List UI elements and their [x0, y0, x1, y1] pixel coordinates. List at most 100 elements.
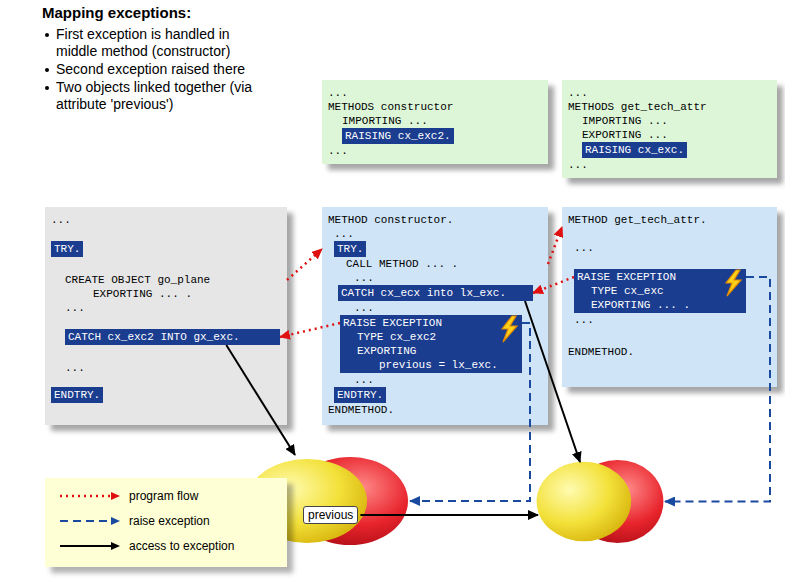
bullet-item: Two objects linked together (via attribu…: [44, 79, 254, 113]
exception-object: [535, 458, 665, 545]
code-line: CREATE OBJECT go_plane: [65, 273, 281, 287]
declaration-box: ...METHODS get_tech_attrIMPORTING ...EXP…: [562, 80, 777, 178]
statement-slot: CATCH cx_ecx into lx_exc.: [338, 285, 542, 301]
code-line: ENDTRY.: [337, 388, 383, 402]
code-line: ...: [51, 213, 281, 227]
code-line: IMPORTING ...: [342, 114, 542, 128]
code-line: RAISING cx_exc.: [585, 143, 684, 157]
code-line: ...: [328, 86, 542, 100]
access-arrow: [525, 301, 580, 462]
code-line: EXPORTING ...: [582, 128, 771, 142]
code-line: ...: [574, 241, 771, 255]
statement-slot: TRY.: [51, 241, 281, 257]
code-line: METHOD constructor.: [328, 213, 542, 227]
declaration-box: ...METHODS constructorIMPORTING ...RAISI…: [322, 80, 548, 164]
line-gap: [51, 257, 281, 273]
highlighted-statement: CATCH cx_exc2 INTO gx_exc.: [65, 329, 280, 345]
legend-arrowhead: [111, 492, 120, 500]
statement-slot: ENDTRY.: [51, 387, 281, 403]
code-line: IMPORTING ...: [582, 114, 771, 128]
legend-line: [60, 520, 112, 522]
program-flow-arrow: [280, 323, 340, 337]
statement-slot: TRY.: [334, 241, 542, 257]
previous-link-arrow: [360, 514, 538, 516]
line-gap: [568, 227, 771, 241]
statement-slot: RAISING cx_exc2.: [342, 128, 542, 144]
code-line: CATCH cx_ecx into lx_exc.: [341, 286, 530, 300]
code-line: ...: [574, 313, 771, 327]
highlighted-statement: RAISE EXCEPTIONTYPE cx_excEXPORTING ... …: [574, 269, 746, 313]
link-label: previous: [303, 506, 358, 524]
code-line: EXPORTING ... .: [591, 298, 743, 312]
line-gap: [51, 227, 281, 241]
legend-item: access to exception: [59, 537, 234, 555]
code-line: ...: [568, 158, 771, 172]
line-gap: [51, 345, 281, 361]
legend-box: program flow raise exception access to exc…: [45, 478, 287, 567]
method-code-box: METHOD constructor....TRY.CALL METHOD ..…: [322, 207, 548, 425]
code-line: ENDTRY.: [54, 388, 100, 402]
code-line: previous = lx_exc.: [379, 358, 519, 372]
statement-slot: RAISING cx_exc.: [582, 142, 771, 158]
legend-item: program flow: [59, 487, 198, 505]
program-flow-arrow: [287, 249, 322, 280]
code-line: RAISE EXCEPTION: [343, 316, 519, 330]
code-line: TYPE cx_exc: [591, 284, 743, 298]
method-code-box: METHOD get_tech_attr....RAISE EXCEPTIONT…: [562, 207, 777, 387]
bullet-dot: [45, 68, 49, 72]
code-line: ...: [334, 227, 542, 241]
line-gap: [568, 327, 771, 345]
bullet-text: Two objects linked together (via attribu…: [56, 79, 252, 112]
code-line: ENDMETHOD.: [328, 403, 542, 417]
statement-slot: ENDTRY.: [334, 387, 542, 403]
legend-arrowhead: [111, 542, 120, 550]
code-line: ...: [328, 144, 542, 158]
statement-slot: RAISE EXCEPTIONTYPE cx_exc2EXPORTINGprev…: [340, 315, 542, 373]
code-line: EXPORTING ... .: [93, 287, 281, 301]
code-line: TRY.: [54, 242, 80, 256]
bullet-dot: [45, 86, 49, 90]
highlighted-statement: CATCH cx_ecx into lx_exc.: [338, 285, 533, 301]
egg-yellow: [537, 462, 632, 541]
title: Mapping exceptions:: [42, 4, 191, 21]
code-line: ...: [568, 86, 771, 100]
legend-sample: [59, 491, 121, 501]
statement-slot: RAISE EXCEPTIONTYPE cx_excEXPORTING ... …: [574, 269, 771, 313]
legend-sample: [59, 541, 121, 551]
highlighted-statement: ENDTRY.: [334, 387, 386, 403]
program-flow-arrow: [533, 277, 574, 293]
code-line: ...: [354, 271, 542, 285]
legend-arrowhead: [111, 517, 120, 525]
bullet-list: First exception is handled in middle met…: [44, 26, 254, 114]
lightning-bolt: [498, 315, 520, 343]
bolt-shape: [726, 270, 741, 296]
highlighted-statement: RAISING cx_exc.: [582, 142, 687, 158]
highlighted-statement: ENDTRY.: [51, 387, 103, 403]
code-line: ...: [65, 301, 281, 315]
line-gap: [51, 375, 281, 387]
legend-item: raise exception: [59, 512, 210, 530]
code-line: ...: [65, 361, 281, 375]
code-line: ENDMETHOD.: [568, 345, 771, 359]
code-line: CALL METHOD ... .: [346, 257, 542, 271]
caller-code-box: ... TRY. CREATE OBJECT go_planeEXPORTING .…: [45, 207, 287, 425]
code-line: RAISING cx_exc2.: [345, 129, 451, 143]
line-gap: [51, 315, 281, 329]
statement-slot: CATCH cx_exc2 INTO gx_exc.: [65, 329, 281, 345]
legend-text: program flow: [129, 489, 198, 503]
legend-text: raise exception: [129, 514, 210, 528]
program-flow-arrow: [548, 227, 562, 264]
access-arrow: [226, 345, 295, 455]
code-line: RAISE EXCEPTION: [577, 270, 743, 284]
code-line: TYPE cx_exc2: [357, 330, 519, 344]
code-line: CATCH cx_exc2 INTO gx_exc.: [68, 330, 277, 344]
code-line: METHODS get_tech_attr: [568, 100, 771, 114]
bullet-text: First exception is handled in middle met…: [56, 26, 230, 59]
bolt-shape: [502, 316, 517, 342]
code-line: METHODS constructor: [328, 100, 542, 114]
highlighted-statement: TRY.: [51, 241, 83, 257]
legend-sample: [59, 516, 121, 526]
highlighted-statement: TRY.: [334, 241, 366, 257]
code-line: EXPORTING: [357, 344, 519, 358]
